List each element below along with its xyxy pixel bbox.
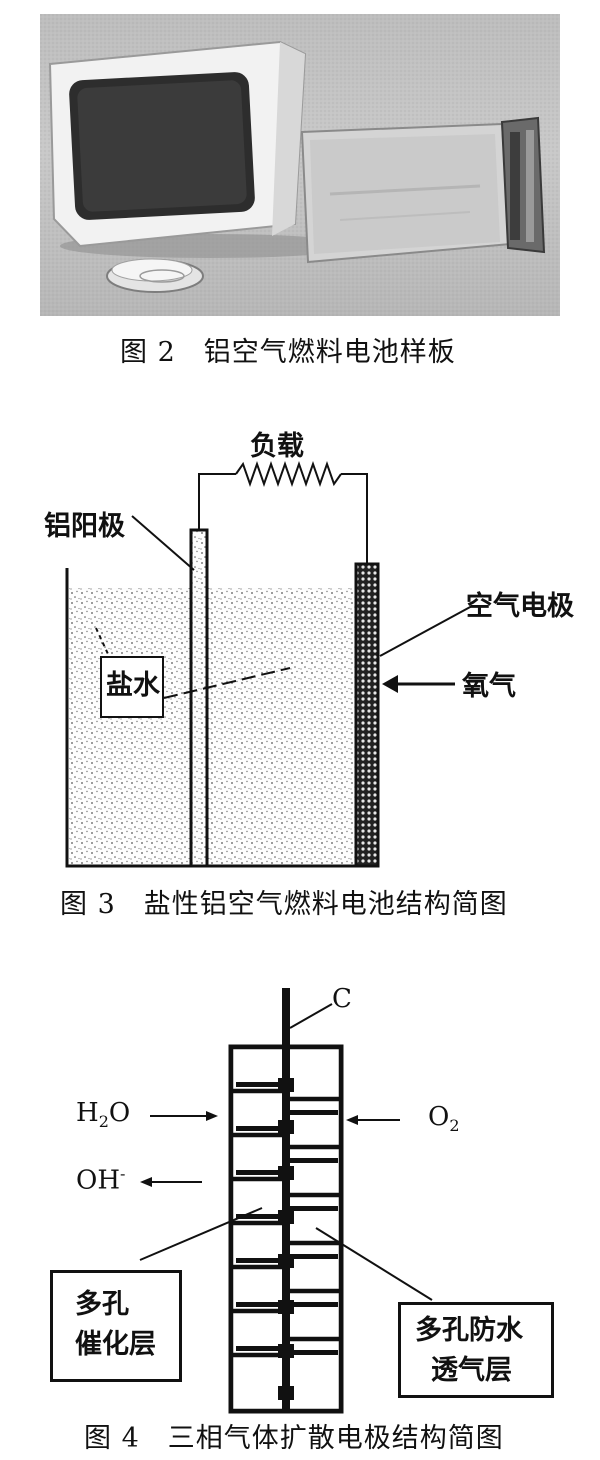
aluminium-anode-rod bbox=[189, 528, 209, 868]
carbon-label: C bbox=[332, 984, 352, 1014]
hydroxide-label-oh: OH bbox=[76, 1165, 120, 1196]
oxygen-label: 氧气 bbox=[462, 671, 516, 702]
air-electrode-plate bbox=[354, 562, 380, 868]
salt-water-label: 盐水 bbox=[100, 656, 164, 718]
oxygen-arrow-head bbox=[382, 675, 398, 693]
anode-label: 铝阳极 bbox=[44, 511, 125, 542]
water-label: H2O bbox=[76, 1098, 130, 1131]
pore-channels bbox=[236, 1082, 338, 1355]
waterproof-layer-line2: 透气层 bbox=[431, 1355, 512, 1386]
water-label-o: O bbox=[108, 1098, 131, 1128]
catalyst-layer-box: 多孔 催化层 bbox=[50, 1270, 182, 1382]
salt-water-solution bbox=[69, 588, 369, 865]
catalyst-layer-line1: 多孔 bbox=[75, 1289, 129, 1320]
fuel-cell-photo bbox=[40, 14, 560, 316]
load-resistor bbox=[235, 460, 342, 488]
figure4-caption: 图 4 三相气体扩散电极结构简图 bbox=[84, 1423, 504, 1454]
hydroxide-label: OH- bbox=[76, 1164, 125, 1196]
catalyst-leader-line bbox=[139, 1207, 263, 1261]
air-electrode-leader-line bbox=[379, 605, 473, 657]
circuit-wire-right bbox=[341, 473, 368, 564]
hydroxide-arrow-head bbox=[140, 1177, 152, 1187]
waterproof-leader-line bbox=[315, 1227, 433, 1301]
circuit-wire-left bbox=[198, 473, 236, 530]
water-label-sub: 2 bbox=[98, 1112, 109, 1132]
figure3-caption: 图 3 盐性铝空气燃料电池结构简图 bbox=[60, 889, 508, 920]
waterproof-layer-box: 多孔防水 透气层 bbox=[398, 1302, 554, 1398]
waterproof-cells bbox=[286, 1046, 342, 1412]
water-arrow-head bbox=[206, 1111, 218, 1121]
water-label-h: H bbox=[76, 1098, 99, 1128]
oxygen-label-sub: 2 bbox=[449, 1116, 460, 1136]
oxygen-label-o: O bbox=[428, 1102, 450, 1132]
hydroxide-label-sup: - bbox=[120, 1164, 126, 1183]
catalyst-cells bbox=[230, 1046, 286, 1412]
figure2-caption: 图 2 铝空气燃料电池样板 bbox=[120, 337, 456, 368]
catalyst-layer-line2: 催化层 bbox=[75, 1329, 156, 1360]
oxygen-arrow-head-fig4 bbox=[346, 1115, 358, 1125]
carbon-leader-line bbox=[289, 1003, 333, 1029]
load-label: 负载 bbox=[250, 431, 304, 462]
waterproof-layer-line1: 多孔防水 bbox=[415, 1315, 523, 1346]
air-electrode-label: 空气电极 bbox=[466, 591, 574, 622]
oxygen-molecule-label: O2 bbox=[428, 1102, 460, 1135]
fuel-cell-photo-drawing bbox=[40, 14, 560, 316]
carbon-rod bbox=[282, 988, 290, 1412]
figure4-diagram bbox=[139, 988, 433, 1414]
salt-water-leader-line bbox=[163, 667, 291, 699]
figure3-diagram bbox=[65, 460, 473, 868]
anode-leader-line bbox=[131, 515, 195, 571]
carbon-rod-nodes bbox=[278, 1078, 294, 1400]
